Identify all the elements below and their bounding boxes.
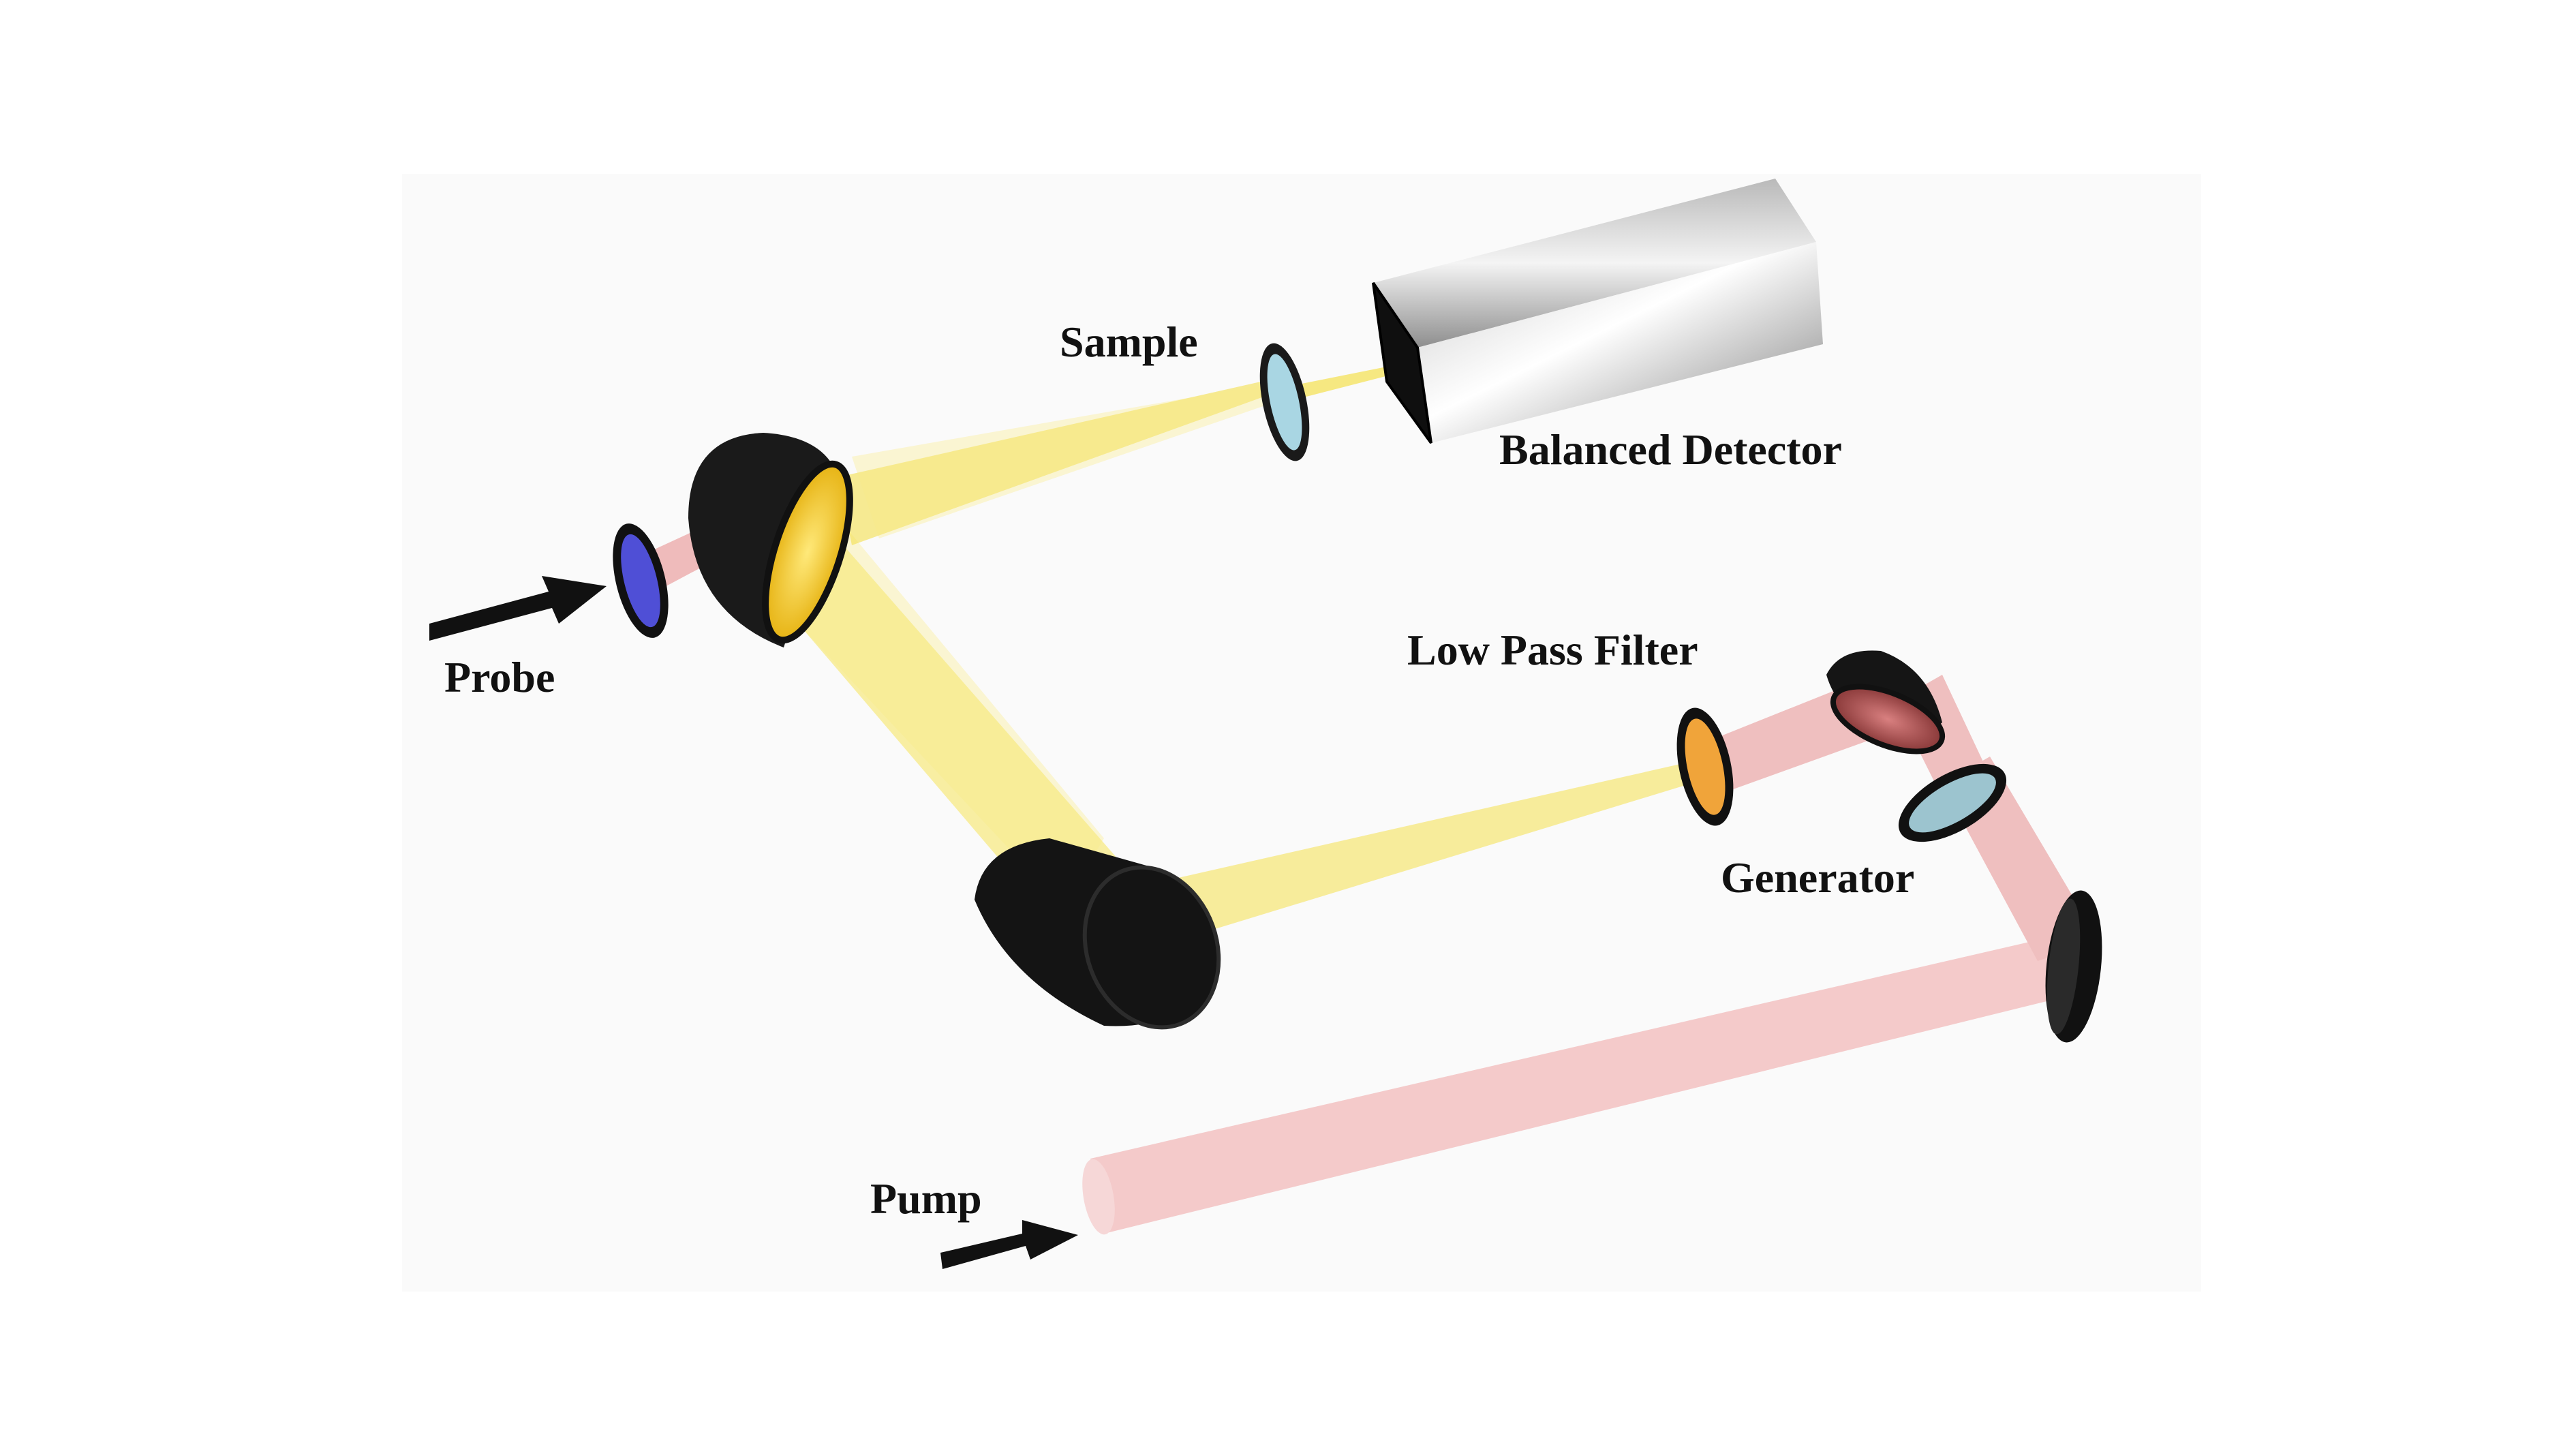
probe-arrow-icon xyxy=(429,576,607,641)
sample-label: Sample xyxy=(1060,318,1198,366)
thz-beam xyxy=(756,361,1690,934)
pump-label: Pump xyxy=(870,1174,982,1223)
parabolic-mirror-upper xyxy=(688,433,853,647)
balanced-detector-label: Balanced Detector xyxy=(1499,425,1842,474)
probe-lens xyxy=(613,523,669,638)
probe-label: Probe xyxy=(444,653,555,701)
pump-arrow-icon xyxy=(940,1220,1078,1269)
low-pass-filter-lens xyxy=(1676,707,1734,826)
pump-turning-mirror xyxy=(2045,890,2102,1043)
sample-lens xyxy=(1259,343,1310,461)
generator-crystal xyxy=(1898,763,2007,842)
balanced-detector xyxy=(1372,179,1823,444)
generator-label: Generator xyxy=(1721,853,1915,902)
parabolic-mirror-lower xyxy=(975,838,1221,1030)
parabolic-mirror-pump xyxy=(1826,650,1946,754)
low-pass-filter-label: Low Pass Filter xyxy=(1407,626,1698,674)
